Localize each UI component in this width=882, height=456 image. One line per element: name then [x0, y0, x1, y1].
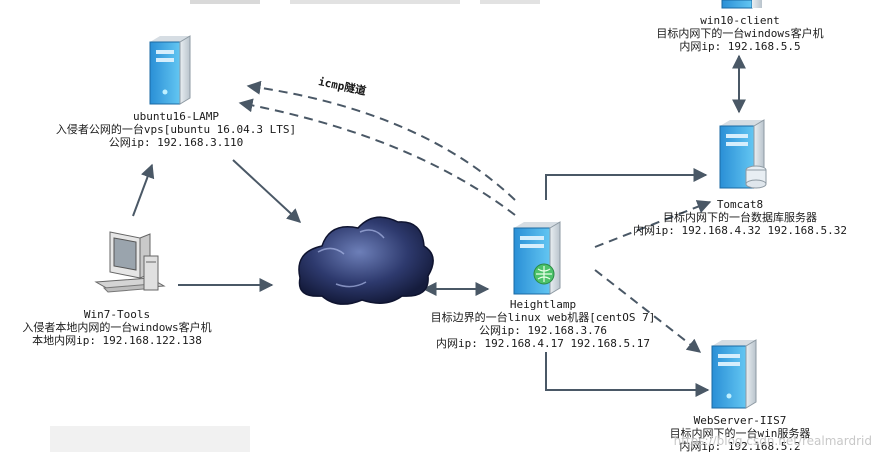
node-name: WebServer-IIS7: [693, 414, 787, 427]
link-heightlamp-tomcat: [545, 168, 708, 200]
node-ip-internal: 内网ip: 192.168.4.17 192.168.5.17: [435, 337, 651, 350]
internet-cloud-icon: [298, 216, 434, 305]
node-name: ubuntu16-LAMP: [132, 110, 220, 123]
link-win7-ubuntu: [132, 163, 155, 217]
node-name: Win7-Tools: [83, 308, 151, 321]
node-desc: 目标内网下的一台windows客户机: [656, 27, 824, 40]
link-heightlamp-iis: [545, 352, 710, 397]
server-icon-iis: [711, 339, 757, 409]
node-ip: 内网ip: 192.168.4.32 192.168.5.32: [632, 224, 848, 237]
icmp-tunnel-upper: [246, 80, 516, 201]
link-heightlamp-tomcat-dashed: [594, 200, 712, 248]
node-label-win10: win10-client 目标内网下的一台windows客户机 内网ip: 19…: [656, 14, 823, 53]
node-name: Tomcat8: [716, 198, 764, 211]
node-ip-public: 公网ip: 192.168.3.76: [479, 324, 607, 337]
server-icon-tomcat: [719, 119, 767, 189]
node-desc: 目标边界的一台linux web机器[centOS 7]: [430, 311, 656, 324]
node-name: Heightlamp: [509, 298, 577, 311]
server-icon-heightlamp: [513, 221, 561, 295]
server-icon-win10: [721, 0, 762, 9]
connection-lines: [132, 54, 746, 397]
server-icon-ubuntu: [149, 35, 191, 105]
link-ubuntu-cloud: [232, 159, 302, 223]
node-ip: 内网ip: 192.168.5.5: [679, 40, 801, 53]
node-label-heightlamp: Heightlamp 目标边界的一台linux web机器[centOS 7] …: [431, 298, 656, 350]
node-ip: 内网ip: 192.168.5.2: [679, 440, 801, 453]
node-desc: 入侵者公网的一台vps[ubuntu 16.04.3 LTS]: [55, 123, 297, 136]
node-name: win10-client: [700, 14, 780, 27]
node-desc: 目标内网下的一台数据库服务器: [663, 211, 817, 224]
node-label-ubuntu: ubuntu16-LAMP 入侵者公网的一台vps[ubuntu 16.04.3…: [56, 110, 296, 149]
dashed-links: [238, 80, 712, 353]
watermark: https://blog.csdn.net/realmardrid: [673, 434, 872, 448]
node-label-iis: WebServer-IIS7 目标内网下的一台win服务器 内网ip: 192.…: [670, 414, 811, 453]
icmp-tunnel-lower: [238, 98, 516, 216]
node-label-win7: Win7-Tools 入侵者本地内网的一台windows客户机 本地内网ip: …: [22, 308, 211, 347]
link-heightlamp-iis-dashed: [594, 269, 702, 353]
node-desc: 入侵者本地内网的一台windows客户机: [22, 321, 212, 334]
blurred-region: [50, 426, 250, 452]
node-ip: 本地内网ip: 192.168.122.138: [32, 334, 202, 347]
node-desc: 目标内网下的一台win服务器: [669, 427, 811, 440]
desktop-computer-icon: [94, 231, 166, 293]
node-ip: 公网ip: 192.168.3.110: [108, 136, 244, 149]
node-label-tomcat: Tomcat8 目标内网下的一台数据库服务器 内网ip: 192.168.4.3…: [633, 198, 847, 237]
